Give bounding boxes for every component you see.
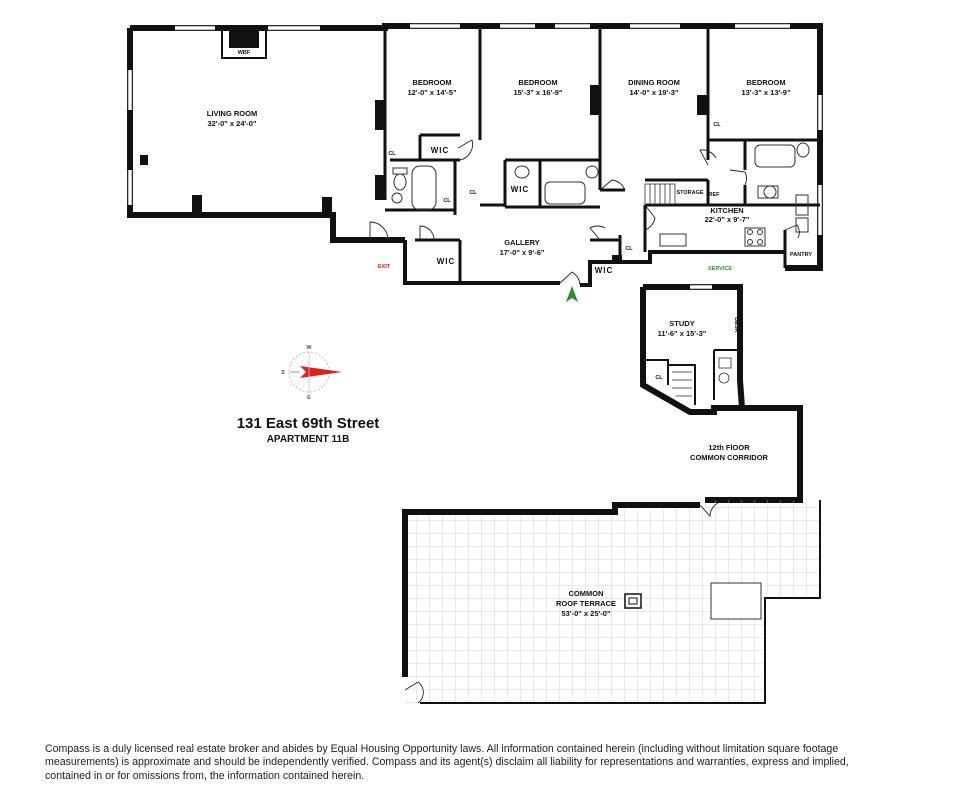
desk-label: DESK [733, 317, 739, 332]
exit-label: EXIT [378, 264, 391, 270]
closet-label: CL [655, 375, 663, 381]
wic-label: WIC [511, 185, 530, 194]
gallery-dim: 17'-0" x 9'-6" [500, 248, 545, 257]
wall-piers [140, 85, 707, 263]
compass-icon: W S E [281, 345, 342, 401]
study-name: STUDY [669, 319, 694, 328]
kitchen-dim: 22'-0" x 9'-7" [705, 215, 750, 224]
door-swings [369, 139, 800, 286]
study-dim: 11'-6" x 15'-3" [658, 329, 707, 338]
living-room-dim: 32'-0" x 24'-0" [207, 119, 256, 128]
living-room-name: LIVING ROOM [207, 109, 257, 118]
bedroom-1-name: BEDROOM [412, 78, 451, 87]
bedroom-3-name: BEDROOM [746, 78, 785, 87]
corridor-line1: 12th FlOOR [708, 443, 750, 452]
address-title: 131 East 69th Street [237, 415, 380, 432]
roof-terrace [402, 500, 821, 704]
pantry-label: PANTRY [790, 252, 812, 258]
closet-label: CL [443, 198, 451, 204]
stairs [644, 183, 676, 205]
bedroom-3-dim: 13'-3" x 13'-9" [741, 88, 790, 97]
fixtures [391, 142, 810, 247]
closets: WIC WIC WIC WIC CL CL CL CL CL STORAGE R… [388, 122, 812, 275]
apartment-walls [127, 23, 823, 287]
wic-label: WIC [431, 146, 450, 155]
bedroom-2-name: BEDROOM [518, 78, 557, 87]
wbf-label: WBF [238, 50, 251, 56]
closet-label: CL [469, 190, 477, 196]
disclaimer: Compass is a duly licensed real estate b… [45, 743, 849, 782]
service-label: SERVICE [708, 266, 732, 272]
gallery-name: GALLERY [504, 238, 540, 247]
apartment-subtitle: APARTMENT 11B [267, 434, 350, 445]
floor-plan: WBF [127, 23, 823, 704]
closet-label: CL [713, 122, 721, 128]
kitchen-name: KITCHEN [710, 206, 743, 215]
terrace-line1: COMMON [569, 589, 604, 598]
study-stairs [672, 357, 732, 397]
bedroom-2-dim: 15'-3" x 16'-9" [513, 88, 562, 97]
wic-label: WIC [437, 257, 456, 266]
bedroom-1-dim: 12'-0" x 14'-5" [407, 88, 456, 97]
entry-arrow-icon [566, 286, 578, 302]
compass-s: S [281, 370, 285, 376]
compass-w: W [306, 345, 312, 351]
dining-room-dim: 14'-0" x 19'-3" [629, 88, 678, 97]
room-labels: LIVING ROOM 32'-0" x 24'-0" BEDROOM 12'-… [207, 78, 791, 272]
dining-room-name: DINING ROOM [628, 78, 680, 87]
terrace-dim: 53'-0" x 25'-0" [561, 609, 610, 618]
corridor-line2: COMMON CORRIDOR [690, 453, 768, 462]
ref-label: REF [709, 192, 721, 198]
closet-label: CL [625, 246, 633, 252]
terrace-line2: ROOF TERRACE [556, 599, 616, 608]
study-walls [640, 284, 803, 503]
wic-label: WIC [595, 266, 614, 275]
compass-e: E [307, 395, 311, 401]
storage-label: STORAGE [676, 190, 703, 196]
window-marks [127, 23, 823, 235]
closet-label: CL [388, 151, 396, 157]
fireplace: WBF [221, 29, 267, 59]
